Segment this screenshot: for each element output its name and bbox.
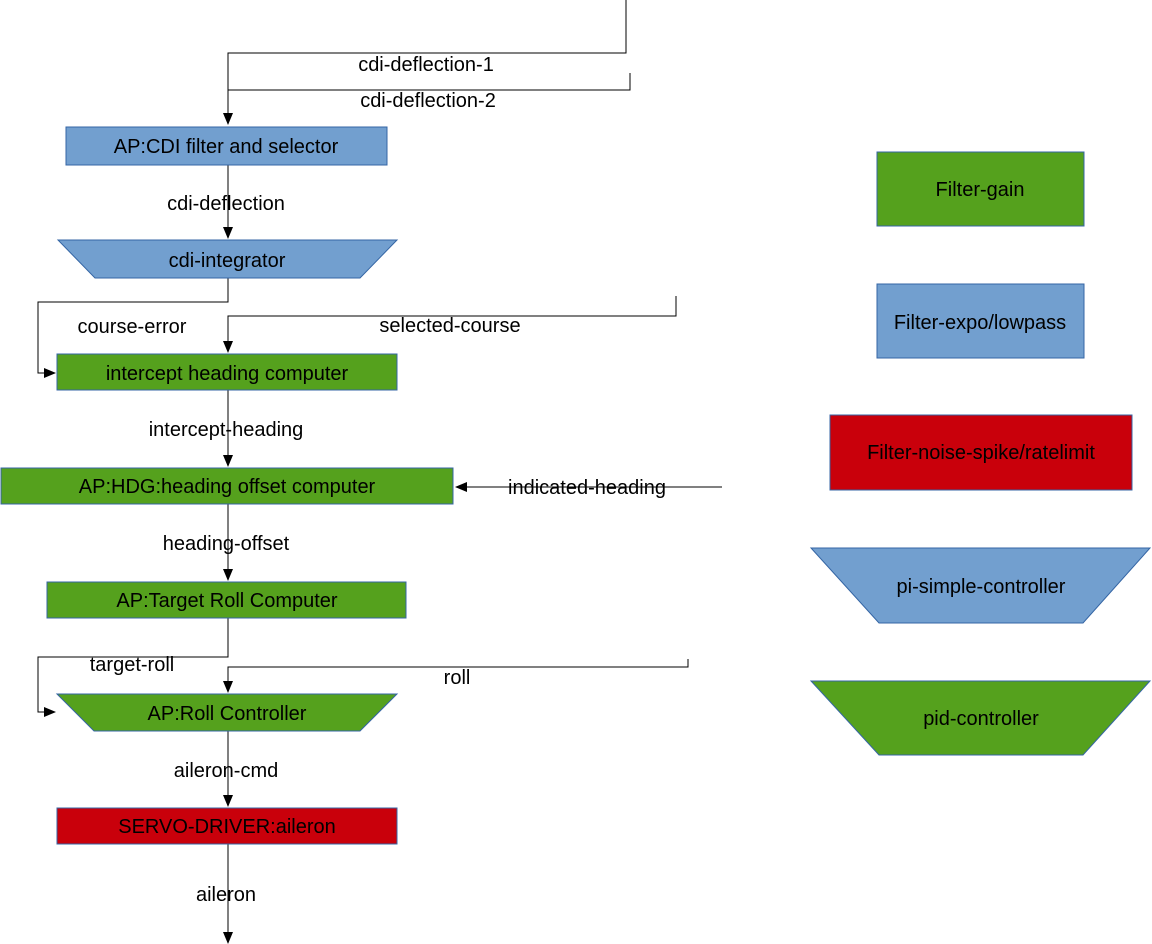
connectors: [37, 0, 722, 944]
servo-driver-label: SERVO-DRIVER:aileron: [118, 816, 335, 838]
cdi-filter-block: AP:CDI filter and selector: [65, 126, 388, 166]
hdg-offset-computer-block: AP:HDG:heading offset computer: [0, 467, 454, 505]
hdg-offset-computer-label: AP:HDG:heading offset computer: [79, 476, 376, 498]
legend-pid-controller: pid-controller: [809, 680, 1152, 756]
legend-filter-expo: Filter-expo/lowpass: [876, 283, 1085, 359]
legend-filter-gain: Filter-gain: [876, 151, 1085, 227]
cdi-integrator-label: cdi-integrator: [169, 250, 286, 272]
intercept-computer-label: intercept heading computer: [106, 363, 349, 385]
target-roll-line: [37, 618, 229, 717]
roll-line: [223, 659, 689, 693]
servo-driver-block: SERVO-DRIVER:aileron: [56, 807, 398, 845]
aileron-cmd-label: aileron-cmd: [174, 760, 278, 782]
selected-course-label: selected-course: [379, 315, 520, 337]
cdi-deflection-2-label: cdi-deflection-2: [360, 90, 496, 112]
cdi-deflection-1-line: [223, 0, 627, 125]
intercept-computer-block: intercept heading computer: [56, 353, 398, 391]
roll-controller-label: AP:Roll Controller: [148, 703, 307, 725]
target-roll-label: target-roll: [90, 654, 174, 676]
legend-filter-noise: Filter-noise-spike/ratelimit: [829, 414, 1133, 491]
course-error-label: course-error: [78, 316, 187, 338]
cdi-filter-label: AP:CDI filter and selector: [114, 136, 339, 158]
legend-pi-controller-label: pi-simple-controller: [897, 576, 1066, 598]
roll-label: roll: [444, 667, 471, 689]
legend-filter-expo-label: Filter-expo/lowpass: [894, 312, 1066, 334]
legend-pid-controller-label: pid-controller: [923, 708, 1039, 730]
cdi-deflection-2-line: [228, 73, 631, 91]
selected-course-line: [223, 296, 677, 353]
cdi-deflection-1-label: cdi-deflection-1: [358, 54, 494, 76]
aileron-label: aileron: [196, 884, 256, 906]
legend-filter-gain-label: Filter-gain: [936, 179, 1025, 201]
course-error-line: [37, 278, 229, 378]
legend-pi-controller: pi-simple-controller: [809, 547, 1152, 624]
indicated-heading-label: indicated-heading: [508, 477, 666, 499]
cdi-integrator-block: cdi-integrator: [56, 239, 399, 279]
legend-filter-noise-label: Filter-noise-spike/ratelimit: [867, 442, 1095, 464]
signal-labels: cdi-deflection-1 cdi-deflection-2 cdi-de…: [78, 54, 666, 906]
target-roll-computer-block: AP:Target Roll Computer: [46, 581, 407, 619]
cdi-deflection-label: cdi-deflection: [167, 193, 285, 215]
roll-controller-block: AP:Roll Controller: [55, 693, 399, 732]
intercept-heading-label: intercept-heading: [149, 419, 304, 441]
heading-offset-label: heading-offset: [163, 533, 290, 555]
legend: Filter-gain Filter-expo/lowpass Filter-n…: [809, 151, 1152, 756]
target-roll-computer-label: AP:Target Roll Computer: [116, 590, 338, 612]
